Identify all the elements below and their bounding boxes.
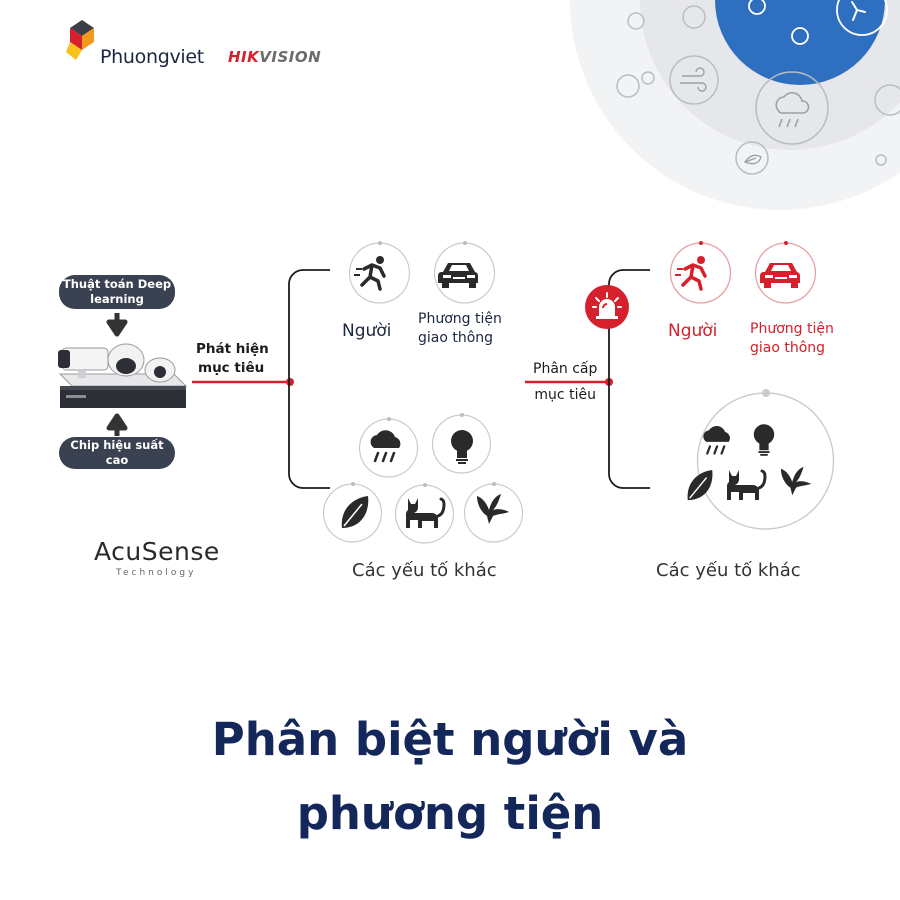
leaf-icon (687, 470, 713, 501)
running-person-icon (354, 256, 386, 291)
detect-target-label: Phát hiện mục tiêu (196, 340, 269, 378)
light-bulb-icon (753, 424, 775, 456)
acusense-technology-text: Technology (116, 568, 197, 578)
hikvision-logo-red: HIK (228, 48, 260, 66)
cat-icon (727, 469, 767, 500)
leaf-icon (341, 496, 369, 528)
deep-learning-pill: Thuật toán Deep learning (59, 275, 175, 309)
rain-cloud-icon (703, 425, 730, 455)
bird-icon (477, 494, 509, 524)
headline-line1: Phân biệt người và (211, 713, 689, 766)
bird-icon (780, 466, 812, 496)
middle-vehicle-line2: giao thông (418, 330, 494, 346)
cat-icon (406, 497, 446, 528)
right-vehicle-line2: giao thông (750, 340, 826, 356)
right-vehicle-line1: Phương tiện (750, 321, 834, 337)
detect-target-line2: mục tiêu (198, 360, 265, 376)
alarm-siren-icon (585, 285, 629, 329)
car-icon (759, 263, 801, 288)
hikvision-logo-grey: VISION (259, 48, 322, 66)
phuongviet-logo-icon (66, 20, 94, 60)
chip-performance-pill: Chip hiệu suất cao (59, 437, 175, 469)
headline-line2: phương tiện (296, 787, 604, 840)
classify-target-line2: mục tiêu (534, 387, 596, 403)
middle-other-factors-label: Các yếu tố khác (352, 560, 497, 581)
right-other-factors-label: Các yếu tố khác (656, 560, 801, 581)
middle-person-label: Người (342, 321, 392, 341)
rain-cloud-icon (370, 430, 401, 463)
phuongviet-logo-text: Phuongviet (100, 46, 204, 68)
classify-target-label: Phân cấp mục tiêu (533, 356, 597, 408)
classify-target-line1: Phân cấp (533, 361, 598, 377)
right-vehicle-label: Phương tiện giao thông (750, 320, 834, 358)
right-person-label: Người (668, 321, 718, 341)
acusense-logo: AcuSense (94, 537, 220, 566)
light-bulb-icon (451, 430, 473, 464)
hikvision-logo: HIKVISION (228, 48, 321, 66)
car-icon (437, 263, 479, 288)
running-person-icon (675, 256, 707, 291)
nvr-camera-device-icon (58, 343, 188, 408)
middle-vehicle-line1: Phương tiện (418, 311, 502, 327)
middle-vehicle-label: Phương tiện giao thông (418, 310, 502, 348)
detect-target-line1: Phát hiện (196, 341, 269, 357)
acusense-logo-text: AcuSense (94, 537, 220, 566)
